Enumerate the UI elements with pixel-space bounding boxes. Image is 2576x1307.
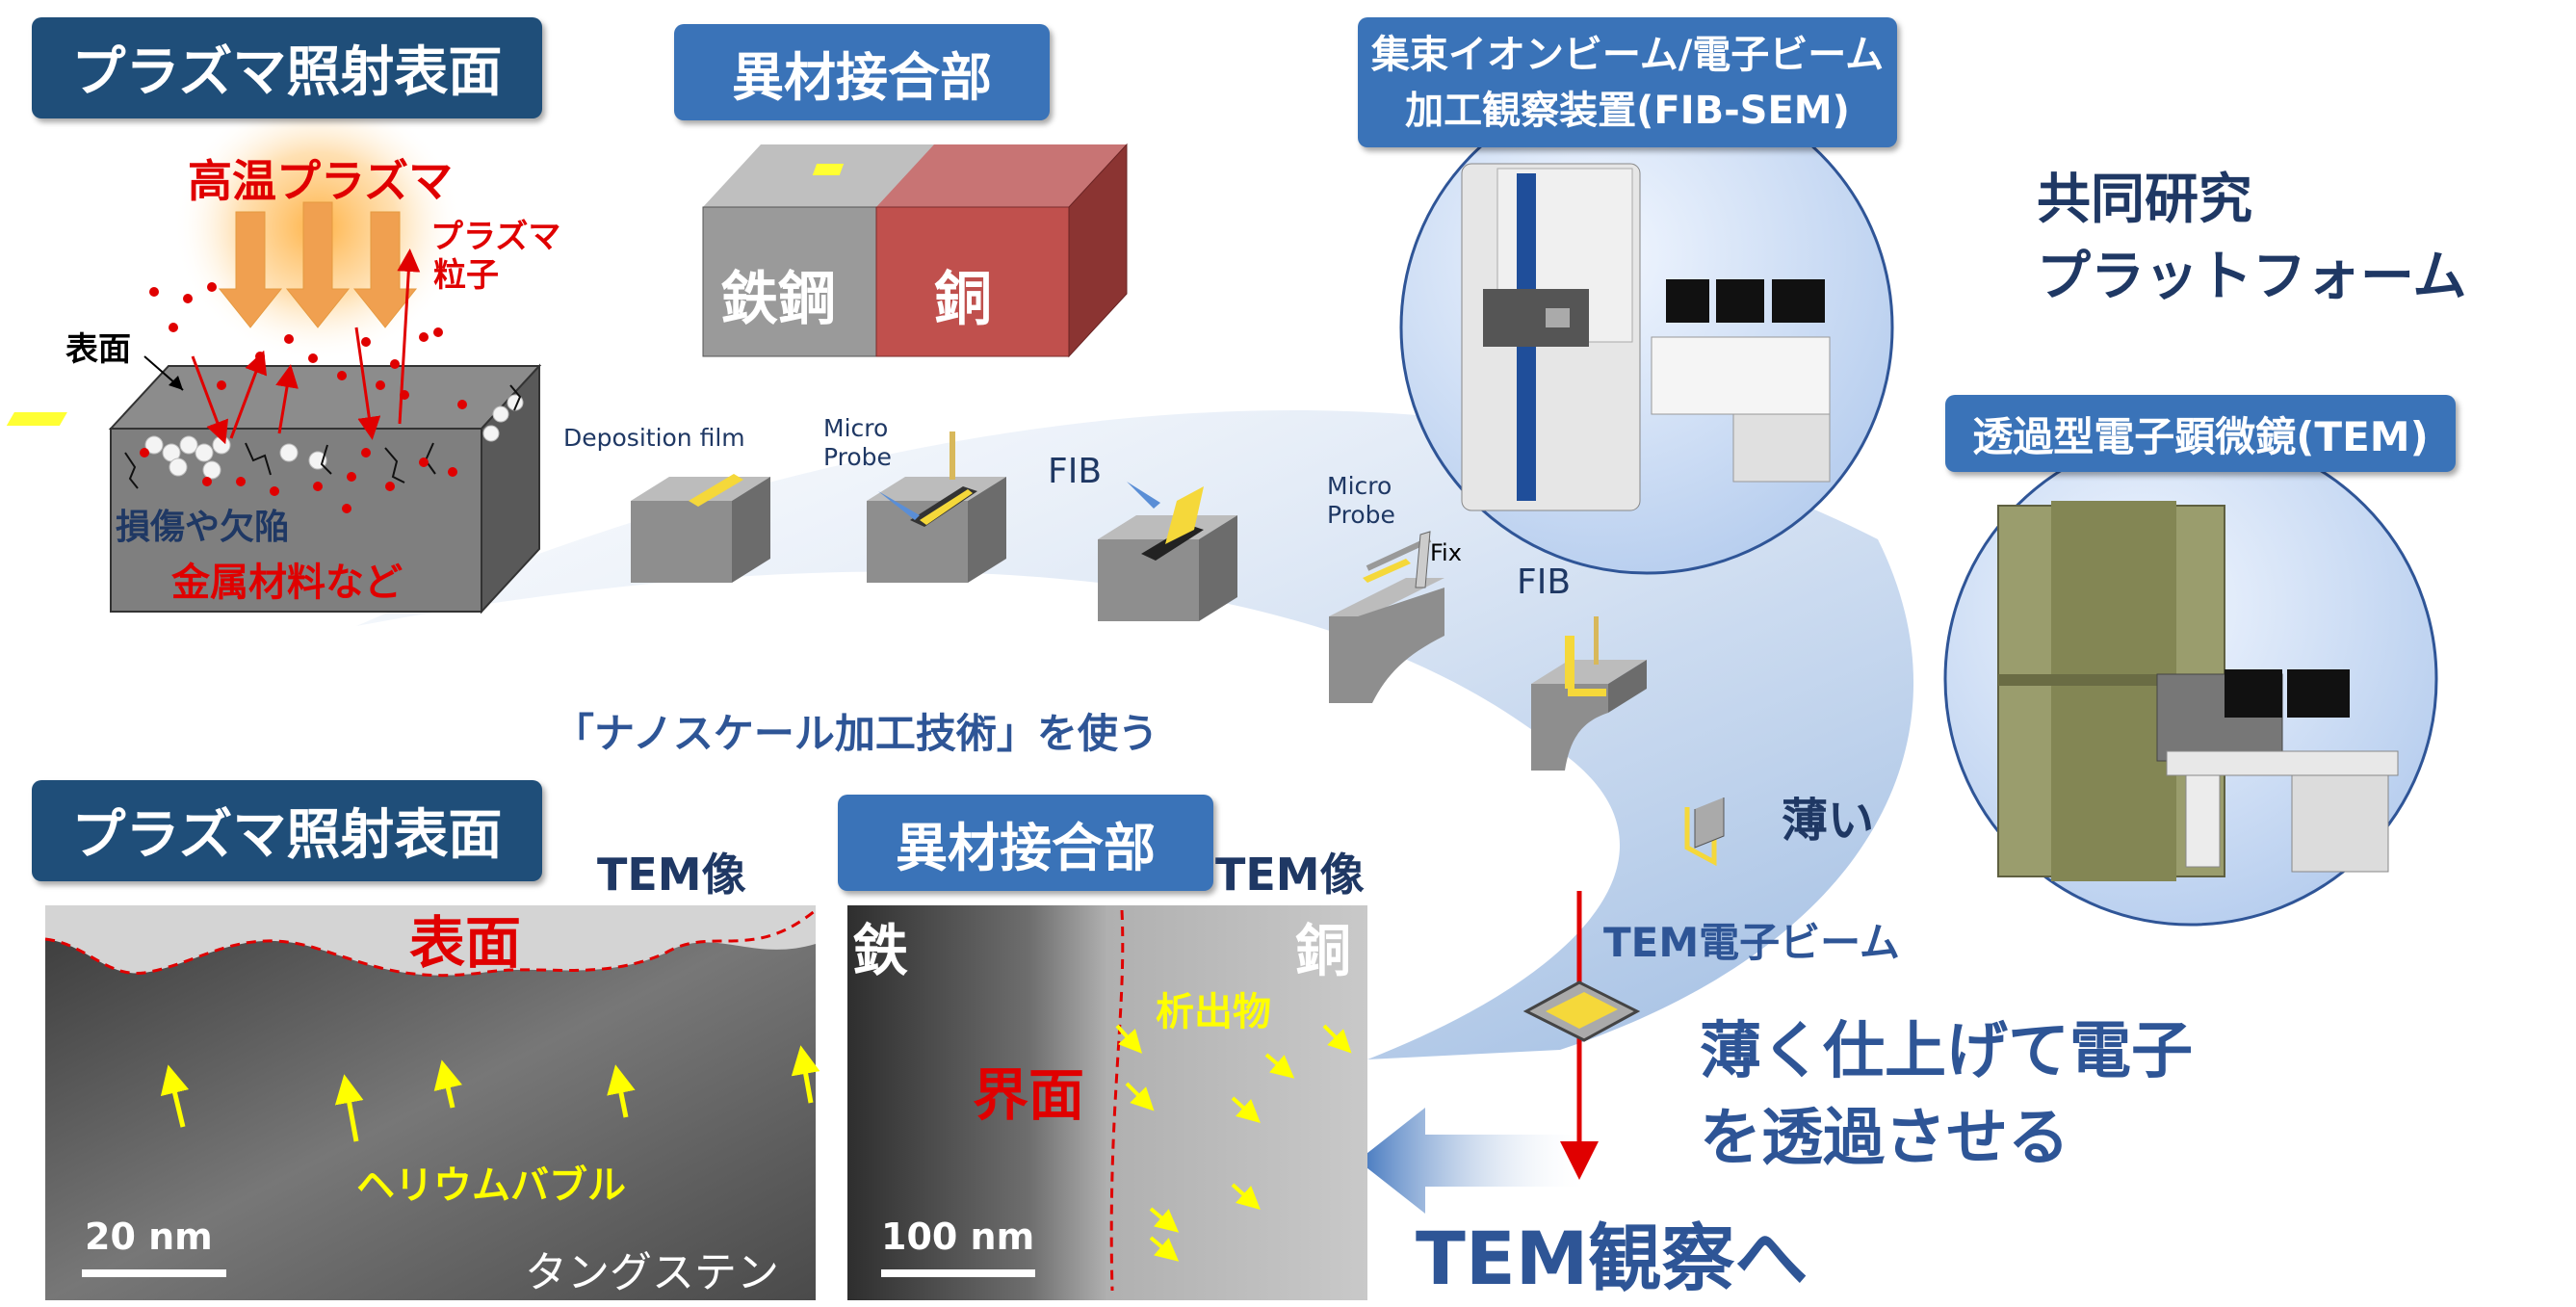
plasma-surface-tag: プラズマ照射表面 [32, 17, 542, 118]
iron-label: 鉄 [852, 918, 909, 983]
plasma-particle-label-1: プラズマ [430, 218, 561, 256]
platform-line2: プラットフォーム [2037, 246, 2467, 308]
fibsem-tag: 集束イオンビーム/電子ビーム 加工観察装置(FIB-SEM) [1358, 17, 1897, 147]
surface-label: 表面 [65, 330, 131, 369]
tungsten-label: タングステン [525, 1248, 779, 1297]
scale-bar-100nm: 100 nm [881, 1216, 1035, 1258]
plasma-particle-label-2: 粒子 [433, 256, 499, 295]
high-temp-plasma-label: 高温プラズマ [188, 155, 454, 207]
tem-image-label-2: TEM像 [1215, 849, 1365, 901]
to-tem-text: TEM観察へ [1416, 1216, 1808, 1301]
steel-label: 鉄鋼 [720, 266, 836, 333]
dissimilar-joint-tag: 異材接合部 [674, 24, 1050, 120]
copper-label: 銅 [934, 266, 992, 333]
fib-label-2: FIB [1517, 562, 1572, 602]
tem-image-label-1: TEM像 [597, 849, 746, 901]
fibsem-title-1: 集束イオンビーム/電子ビーム [1370, 32, 1885, 77]
damage-label: 損傷や欠陥 [116, 508, 290, 547]
thin-label: 薄い [1782, 794, 1875, 848]
transmit-text-line2: を透過させる [1700, 1103, 2069, 1174]
micro-probe-label-2a: Micro [1327, 472, 1392, 500]
dissimilar-joint-tag-2: 異材接合部 [838, 795, 1213, 891]
metal-material-label: 金属材料など [171, 561, 403, 605]
tem-tag: 透過型電子顕微鏡(TEM) [1945, 395, 2456, 472]
platform-line1: 共同研究 [2037, 169, 2252, 231]
precipitate-label: 析出物 [1156, 990, 1271, 1034]
transmit-text-line1: 薄く仕上げて電子 [1700, 1016, 2193, 1087]
nanoscale-text: 「ナノスケール加工技術」を使う [554, 710, 1158, 757]
fix-label: Fix [1430, 539, 1462, 566]
scale-bar-20nm: 20 nm [85, 1216, 213, 1258]
micro-probe-label-1a: Micro [823, 414, 889, 442]
tem-surface-label: 表面 [409, 910, 522, 976]
tem-beam-label: TEM電子ビーム [1603, 919, 1900, 966]
fib-label-1: FIB [1048, 452, 1103, 491]
micro-probe-label-2b: Probe [1327, 501, 1395, 529]
interface-label: 界面 [973, 1062, 1085, 1128]
fibsem-title-2: 加工観察装置(FIB-SEM) [1405, 88, 1850, 133]
micro-probe-label-1b: Probe [823, 443, 892, 471]
copper-label-2: 銅 [1295, 918, 1352, 983]
plasma-surface-tag-2: プラズマ照射表面 [32, 780, 542, 881]
helium-bubble-label: ヘリウムバブル [356, 1163, 626, 1208]
deposition-film-label: Deposition film [563, 424, 745, 452]
